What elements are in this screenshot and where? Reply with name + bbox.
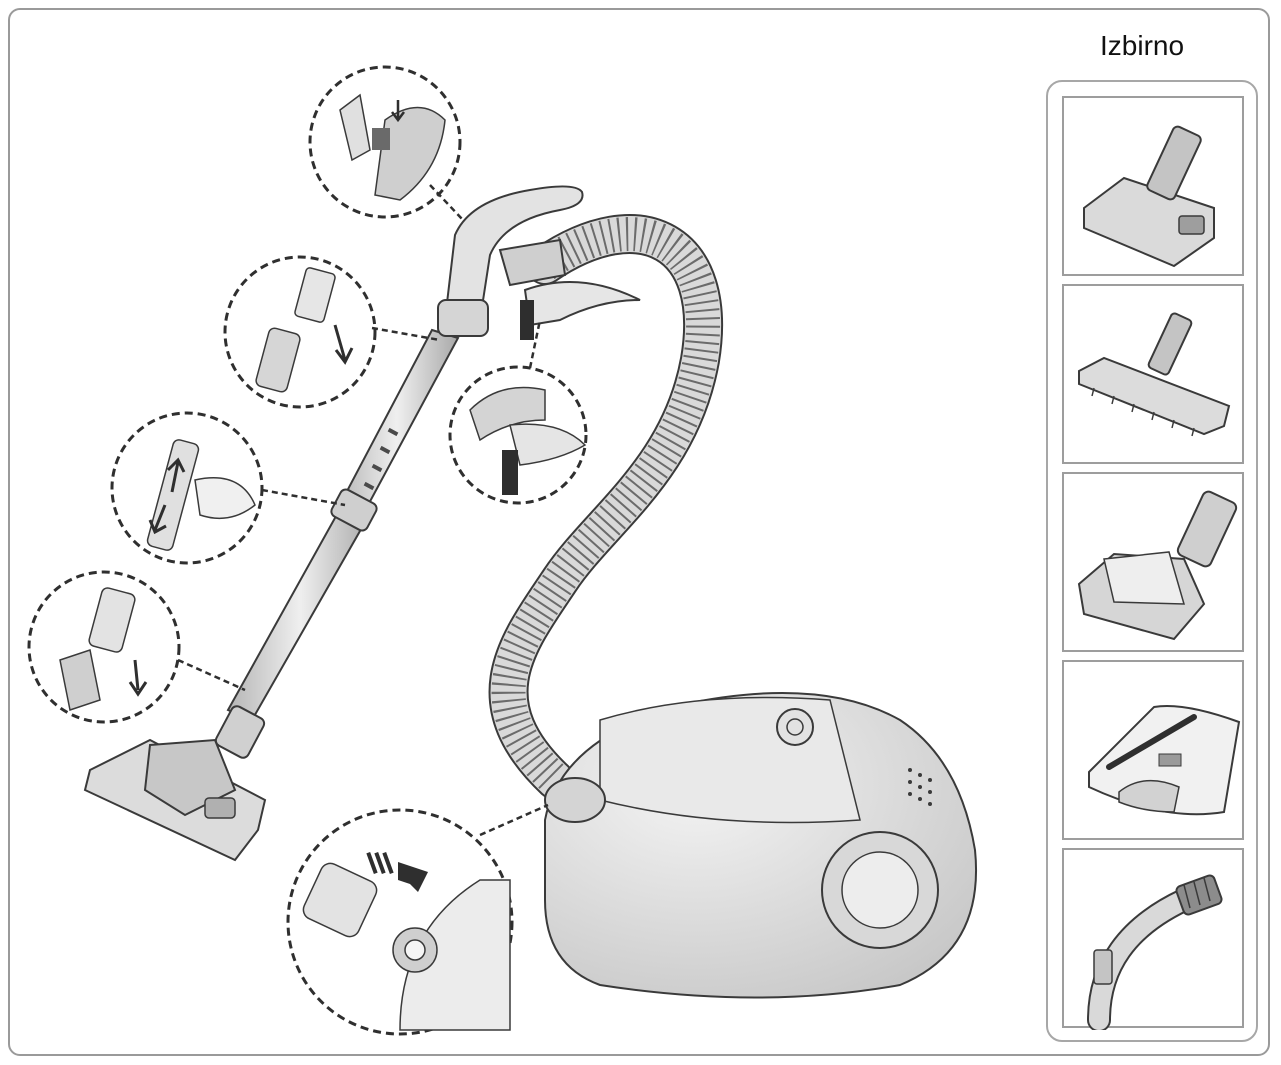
parquet-brush-icon	[1062, 284, 1244, 464]
floor-brush-icon	[1062, 96, 1244, 276]
hose	[488, 214, 724, 800]
accessory-bag-icon	[1062, 660, 1244, 840]
telescopic-tube	[226, 328, 460, 722]
floor-nozzle	[83, 705, 267, 862]
nozzle-attach-callout	[27, 570, 246, 724]
optional-accessories-panel	[1046, 80, 1258, 1042]
hose-clip	[520, 281, 641, 340]
tube-to-handle-callout	[223, 255, 441, 409]
curved-hose-handle-icon	[1062, 848, 1244, 1030]
handle-insert-callout	[308, 65, 464, 221]
tube-length-adjust-callout	[110, 411, 346, 565]
hose-to-body-callout	[286, 803, 549, 1036]
turbo-brush-icon	[1062, 472, 1244, 652]
handle	[437, 185, 584, 337]
optional-label: Izbirno	[1100, 30, 1185, 61]
vacuum-body	[544, 692, 977, 999]
hose-clip-callout	[448, 319, 588, 505]
